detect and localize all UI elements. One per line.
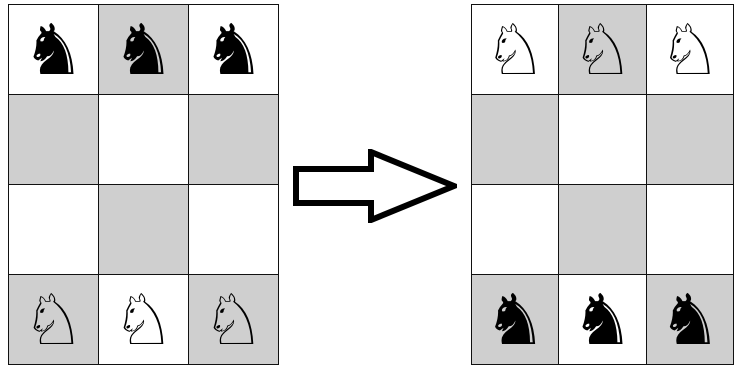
board-row: ♞ ♞ ♞ bbox=[9, 5, 279, 95]
white-knight-icon: ♘ bbox=[202, 285, 265, 355]
black-knight-icon: ♞ bbox=[571, 285, 634, 355]
board-square[interactable]: ♘ bbox=[189, 275, 279, 365]
black-knight-icon: ♞ bbox=[112, 15, 175, 85]
board-row bbox=[9, 95, 279, 185]
black-knight-icon: ♞ bbox=[22, 15, 85, 85]
board-row: ♘ ♘ ♘ bbox=[472, 5, 734, 95]
white-knight-icon: ♘ bbox=[112, 285, 175, 355]
black-knight-icon: ♞ bbox=[484, 285, 547, 355]
white-knight-icon: ♘ bbox=[484, 15, 547, 85]
board-square[interactable] bbox=[472, 185, 559, 275]
board-square[interactable]: ♞ bbox=[99, 5, 189, 95]
board-square[interactable]: ♞ bbox=[472, 275, 559, 365]
black-knight-icon: ♞ bbox=[202, 15, 265, 85]
board-square[interactable]: ♞ bbox=[646, 275, 733, 365]
board-square[interactable] bbox=[646, 95, 733, 185]
target-board: ♘ ♘ ♘ ♞ ♞ ♞ bbox=[471, 4, 734, 365]
board-square[interactable]: ♞ bbox=[559, 275, 646, 365]
board-square[interactable] bbox=[646, 185, 733, 275]
board-square[interactable]: ♘ bbox=[99, 275, 189, 365]
board-square[interactable] bbox=[472, 95, 559, 185]
board-square[interactable] bbox=[559, 95, 646, 185]
right-arrow-icon bbox=[293, 149, 457, 223]
board-row: ♘ ♘ ♘ bbox=[9, 275, 279, 365]
board-square[interactable]: ♞ bbox=[189, 5, 279, 95]
board-square[interactable] bbox=[99, 95, 189, 185]
board-square[interactable]: ♘ bbox=[9, 275, 99, 365]
board-square[interactable] bbox=[189, 185, 279, 275]
board-square[interactable]: ♞ bbox=[9, 5, 99, 95]
board-row bbox=[472, 185, 734, 275]
board-square[interactable]: ♘ bbox=[559, 5, 646, 95]
white-knight-icon: ♘ bbox=[22, 285, 85, 355]
board-row: ♞ ♞ ♞ bbox=[472, 275, 734, 365]
white-knight-icon: ♘ bbox=[571, 15, 634, 85]
board-square[interactable]: ♘ bbox=[472, 5, 559, 95]
board-square[interactable] bbox=[99, 185, 189, 275]
board-square[interactable]: ♘ bbox=[646, 5, 733, 95]
board-square[interactable] bbox=[189, 95, 279, 185]
start-board: ♞ ♞ ♞ ♘ ♘ ♘ bbox=[8, 4, 279, 365]
board-row bbox=[472, 95, 734, 185]
black-knight-icon: ♞ bbox=[658, 285, 721, 355]
board-square[interactable] bbox=[9, 185, 99, 275]
white-knight-icon: ♘ bbox=[658, 15, 721, 85]
board-square[interactable] bbox=[559, 185, 646, 275]
board-square[interactable] bbox=[9, 95, 99, 185]
board-row bbox=[9, 185, 279, 275]
